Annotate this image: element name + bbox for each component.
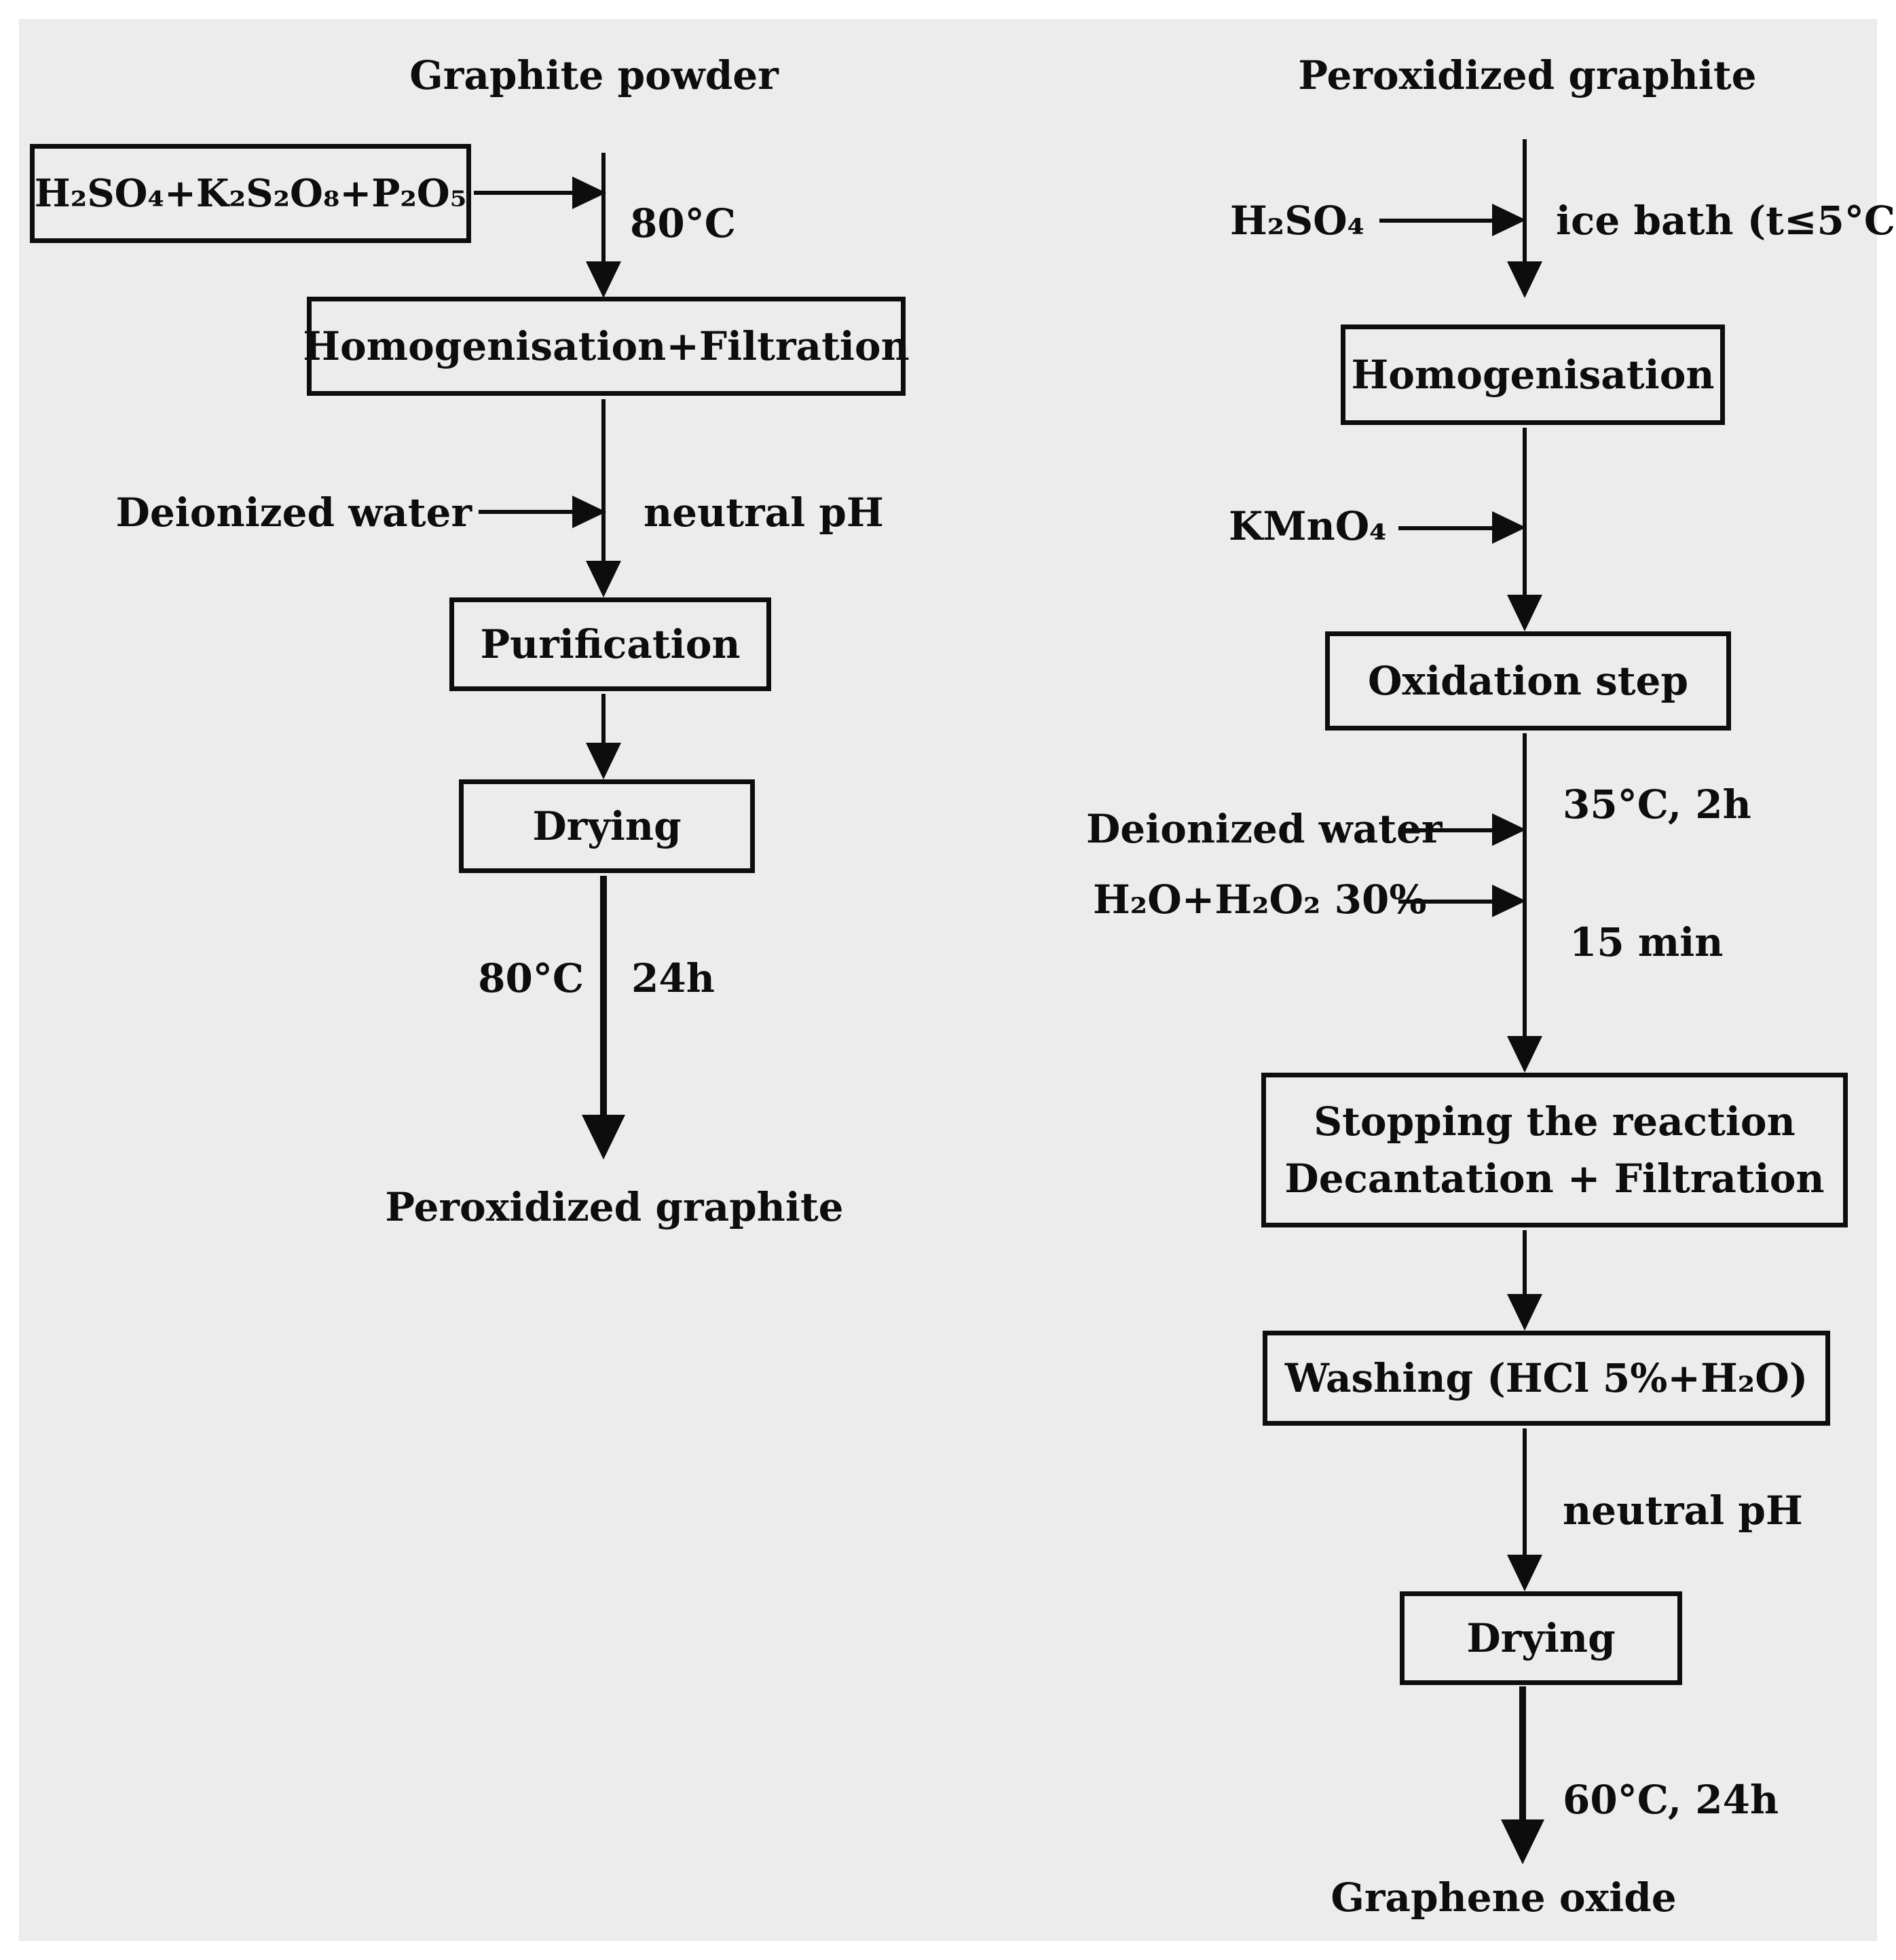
reagent-arrow-line	[474, 191, 572, 195]
ice-bath-label: ice bath (t≤5°C)	[1556, 198, 1896, 244]
h2o2-label: H₂O+H₂O₂ 30%	[1093, 876, 1427, 923]
arrowhead-down-right-1	[1507, 261, 1542, 298]
flow-line-left-2	[601, 399, 606, 566]
arrowhead-down-right-5	[1507, 1555, 1542, 1591]
flow-line-left-3	[601, 694, 606, 744]
deionized-arrow-line-right	[1398, 828, 1492, 832]
drying-conditions-label: 60°C, 24h	[1563, 1777, 1779, 1823]
flow-line-right-4	[1523, 1230, 1527, 1295]
temp-80c-label: 80°C	[630, 200, 736, 246]
stopping-reaction-line2: Decantation + Filtration	[1284, 1155, 1825, 1202]
homogenisation-filtration-label: Homogenisation+Filtration	[303, 323, 910, 369]
time-15min-label: 15 min	[1569, 919, 1724, 965]
arrowhead-down-left-2	[586, 561, 621, 597]
final-arrowhead-right	[1501, 1819, 1544, 1864]
deionized-arrowhead-right	[1492, 813, 1526, 846]
final-arrowhead-left	[582, 1115, 625, 1160]
flow-line-right-1	[1523, 139, 1527, 263]
reagent-arrowhead	[572, 177, 606, 209]
h2so4-arrow-line	[1379, 219, 1492, 223]
deionized-water-label-left: Deionized water	[115, 489, 472, 536]
oxidation-conditions-label: 35°C, 2h	[1563, 781, 1751, 828]
neutral-ph-label-right: neutral pH	[1563, 1487, 1803, 1534]
kmno4-label: KMnO₄	[1229, 503, 1387, 549]
homogenisation-filtration-box: Homogenisation+Filtration	[303, 297, 910, 396]
h2so4-label: H₂SO₄	[1229, 198, 1364, 244]
h2o2-arrow-line	[1398, 900, 1492, 904]
washing-label: Washing (HCl 5%+H₂O)	[1284, 1355, 1808, 1401]
drying-box-left: Drying	[459, 779, 755, 873]
stopping-reaction-box: Stopping the reaction Decantation + Filt…	[1261, 1073, 1848, 1227]
arrowhead-down-right-3	[1507, 1036, 1542, 1073]
left-flow-title: Graphite powder	[409, 52, 779, 98]
neutral-ph-label-left: neutral pH	[644, 489, 884, 536]
final-arrow-line-right	[1519, 1686, 1526, 1822]
kmno4-arrow-line	[1398, 526, 1492, 530]
reagent-box-label: H₂SO₄+K₂S₂O₈+P₂O₅	[34, 171, 467, 216]
flow-line-right-5	[1523, 1428, 1527, 1556]
drying-box-right: Drying	[1400, 1591, 1682, 1685]
arrowhead-down-right-2	[1507, 595, 1542, 631]
drying-label-left: Drying	[532, 803, 682, 849]
purification-label: Purification	[480, 621, 741, 667]
h2o2-arrowhead	[1492, 885, 1526, 917]
reagent-box: H₂SO₄+K₂S₂O₈+P₂O₅	[30, 144, 471, 243]
deionized-water-label-right: Deionized water	[1086, 806, 1443, 852]
deionized-arrow-line-left	[479, 510, 572, 514]
kmno4-arrowhead	[1492, 511, 1526, 544]
purification-box: Purification	[449, 597, 771, 691]
arrowhead-down-left-1	[586, 261, 621, 298]
deionized-arrowhead-left	[572, 496, 606, 528]
stopping-reaction-line1: Stopping the reaction	[1314, 1098, 1796, 1145]
arrowhead-down-right-4	[1507, 1294, 1542, 1331]
oxidation-step-label: Oxidation step	[1367, 658, 1689, 704]
left-flow-output: Peroxidized graphite	[385, 1184, 844, 1230]
oxidation-step-box: Oxidation step	[1325, 631, 1731, 731]
right-flow-output: Graphene oxide	[1331, 1874, 1677, 1921]
final-arrow-line-left	[600, 876, 607, 1117]
h2so4-arrowhead	[1492, 204, 1526, 236]
drying-label-right: Drying	[1466, 1615, 1616, 1661]
homogenisation-box-right: Homogenisation	[1341, 325, 1725, 425]
dry-time-label-left: 24h	[631, 955, 715, 1001]
homogenisation-label-right: Homogenisation	[1351, 352, 1715, 398]
arrowhead-down-left-3	[586, 743, 621, 779]
dry-temp-label-left: 80°C	[478, 955, 584, 1001]
washing-box: Washing (HCl 5%+H₂O)	[1263, 1331, 1830, 1426]
right-flow-title: Peroxidized graphite	[1298, 52, 1757, 98]
